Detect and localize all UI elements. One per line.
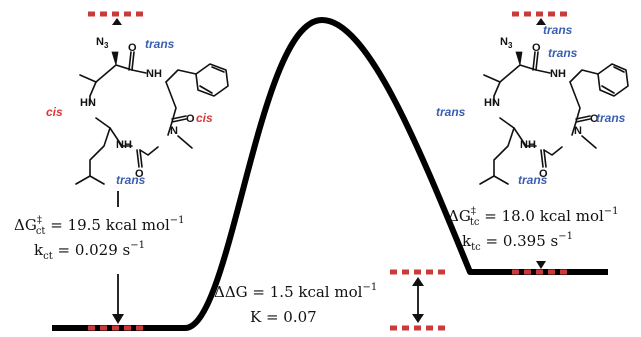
left-hn-left: HN — [80, 97, 96, 109]
left-n-right: N — [170, 125, 178, 137]
right-label-trans-bottom: trans — [518, 173, 548, 187]
right-label-trans-top2: trans — [548, 46, 578, 60]
right-delta-g-equation: ΔG‡tc = 18.0 kcal mol−1 — [448, 206, 619, 228]
right-o-bottom: O — [539, 168, 548, 180]
left-o-top: O — [128, 42, 137, 54]
right-azide-label: N3 — [500, 36, 513, 50]
right-label-trans-right: trans — [596, 111, 626, 125]
left-label-cis-left: cis — [46, 105, 63, 119]
right-o-right: O — [590, 113, 599, 125]
right-o-top: O — [532, 42, 541, 54]
left-nh-top: NH — [146, 68, 162, 80]
right-label-trans-left: trans — [436, 105, 466, 119]
left-nh-bottom: NH — [116, 139, 132, 151]
right-hn-left: HN — [484, 97, 500, 109]
left-label-trans-top: trans — [145, 37, 175, 51]
right-nh-top: NH — [550, 68, 566, 80]
right-nh-bottom: NH — [520, 139, 536, 151]
left-down-arrow — [112, 274, 124, 324]
left-rate-equation: kct = 0.029 s−1 — [34, 240, 145, 262]
right-rate-equation: ktc = 0.395 s−1 — [462, 231, 573, 253]
left-azide-label: N3 — [96, 36, 109, 50]
right-molecule: N3 NH HN N NH O O O trans trans trans tr… — [436, 23, 629, 187]
left-o-right: O — [186, 113, 195, 125]
left-top-level-marker — [88, 11, 147, 25]
right-n-right: N — [574, 125, 582, 137]
center-ddg-equation: ΔΔG = 1.5 kcal mol−1 — [214, 282, 377, 301]
left-label-trans-bottom: trans — [116, 173, 146, 187]
left-label-cis-right: cis — [196, 111, 213, 125]
energy-profile-curve — [52, 17, 608, 331]
right-label-trans-top1: trans — [543, 23, 573, 37]
center-k-equation: K = 0.07 — [250, 308, 317, 326]
left-molecule: N3 NH HN N NH O O O trans cis cis trans — [46, 36, 229, 187]
left-o-bottom: O — [135, 168, 144, 180]
right-top-level-marker — [512, 11, 571, 25]
left-delta-g-equation: ΔG‡ct = 19.5 kcal mol−1 — [14, 215, 185, 237]
right-down-arrow — [536, 261, 546, 269]
center-delta-marker — [390, 269, 447, 331]
